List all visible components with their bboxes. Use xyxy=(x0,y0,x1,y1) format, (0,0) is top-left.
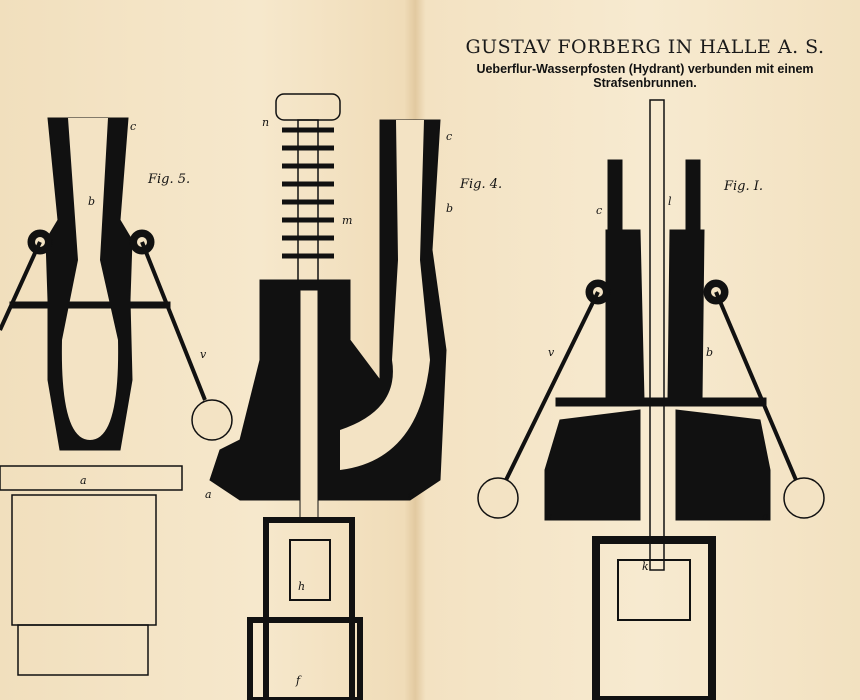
part-label: k xyxy=(642,560,649,573)
part-label: v xyxy=(200,348,207,361)
part-label: u xyxy=(545,510,552,523)
part-label: m xyxy=(342,214,352,227)
part-label: f xyxy=(295,674,302,687)
patent-title: GUSTAV FORBERG IN HALLE A. S. xyxy=(465,36,825,58)
part-label: c xyxy=(446,130,452,143)
part-label: c xyxy=(130,120,136,133)
figure-1-drawing xyxy=(477,99,825,700)
part-label: a xyxy=(205,488,212,501)
part-label: c xyxy=(596,204,602,217)
part-label: v xyxy=(548,346,555,359)
part-label: b xyxy=(446,202,453,215)
figure-5-drawing xyxy=(0,117,233,676)
patent-subtitle: Ueberflur-Wasserpfosten (Hydrant) verbun… xyxy=(476,62,814,90)
part-label: b xyxy=(88,195,95,208)
figure-4-drawing xyxy=(209,93,447,700)
part-label: h xyxy=(298,580,305,593)
part-label: b xyxy=(706,346,713,359)
part-label: a xyxy=(80,474,87,487)
part-label: l xyxy=(668,195,672,208)
part-label: a xyxy=(762,510,769,523)
part-label: a xyxy=(408,488,415,501)
part-label: n xyxy=(262,116,269,129)
fig4-label: Fig. 4. xyxy=(459,177,502,192)
fig5-label: Fig. 5. xyxy=(147,172,190,187)
fig1-label: Fig. I. xyxy=(723,179,763,194)
